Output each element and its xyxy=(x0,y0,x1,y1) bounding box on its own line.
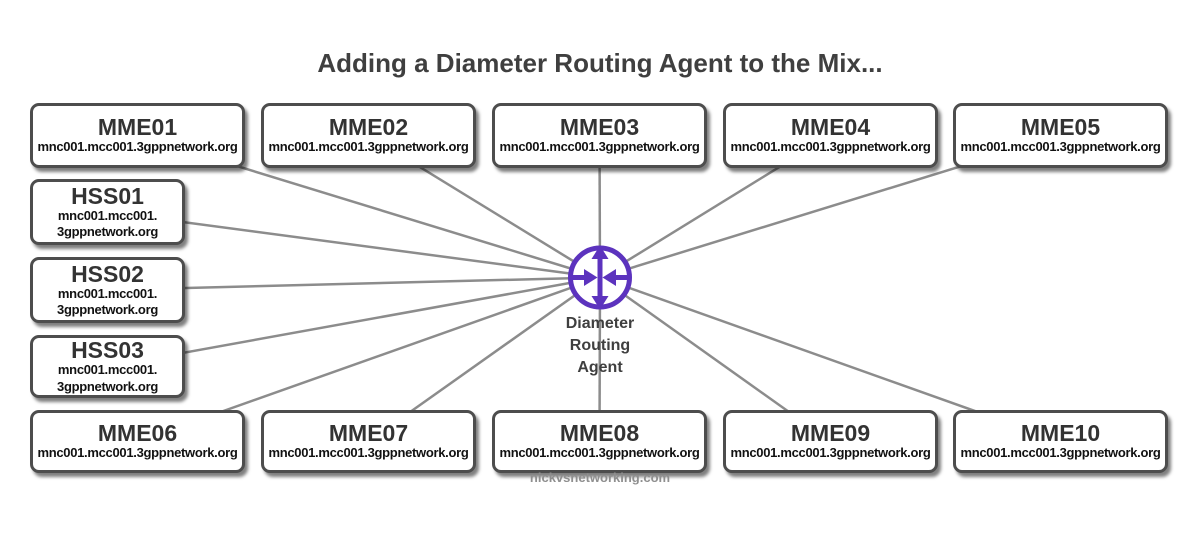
node-domain-line2: 3gppnetwork.org xyxy=(57,224,158,240)
node-title: MME05 xyxy=(1020,114,1101,141)
node-domain-line1: mnc001.mcc001. xyxy=(57,285,158,301)
node-domain: mnc001.mcc001.3gppnetwork.org xyxy=(37,445,238,461)
node-domain: mnc001.mcc001.3gppnetwork.org xyxy=(268,445,469,461)
router-arrowhead-up xyxy=(591,245,609,259)
node-domain: mnc001.mcc001.3gppnetwork.org xyxy=(268,139,469,155)
node-domain: mnc001.mcc001.3gppnetwork.org xyxy=(37,139,238,155)
node-title: MME04 xyxy=(790,114,871,141)
node-mme10: MME10 mnc001.mcc001.3gppnetwork.org xyxy=(953,410,1168,473)
node-mme06: MME06 mnc001.mcc001.3gppnetwork.org xyxy=(30,410,245,473)
node-title: HSS01 xyxy=(71,182,144,209)
node-mme08: MME08 mnc001.mcc001.3gppnetwork.org xyxy=(492,410,707,473)
node-hss02: HSS02 mnc001.mcc001. 3gppnetwork.org xyxy=(30,257,185,323)
node-domain: mnc001.mcc001.3gppnetwork.org xyxy=(730,139,931,155)
router-arrowhead-right xyxy=(584,269,598,286)
node-domain: mnc001.mcc001.3gppnetwork.org xyxy=(730,445,931,461)
node-domain: mnc001.mcc001.3gppnetwork.org xyxy=(499,139,700,155)
node-title: MME01 xyxy=(97,114,178,141)
node-mme02: MME02 mnc001.mcc001.3gppnetwork.org xyxy=(261,103,476,168)
node-mme03: MME03 mnc001.mcc001.3gppnetwork.org xyxy=(492,103,707,168)
router-arrowhead-left xyxy=(602,269,616,286)
node-domain-line1: mnc001.mcc001. xyxy=(57,362,158,378)
node-hss01: HSS01 mnc001.mcc001. 3gppnetwork.org xyxy=(30,179,185,245)
node-title: MME08 xyxy=(559,420,640,447)
node-domain: mnc001.mcc001.3gppnetwork.org xyxy=(960,445,1161,461)
node-hss03: HSS03 mnc001.mcc001. 3gppnetwork.org xyxy=(30,335,185,398)
connector-line-hss03 xyxy=(107,276,601,368)
dra-label-line1: Diameter xyxy=(565,315,635,332)
node-title: MME10 xyxy=(1020,420,1101,447)
node-domain: mnc001.mcc001.3gppnetwork.org xyxy=(499,445,700,461)
router-arrowhead-down xyxy=(591,296,609,310)
node-mme09: MME09 mnc001.mcc001.3gppnetwork.org xyxy=(723,410,938,473)
node-mme04: MME04 mnc001.mcc001.3gppnetwork.org xyxy=(723,103,938,168)
connector-line-hss02 xyxy=(107,276,601,292)
diagram-title: Adding a Diameter Routing Agent to the M… xyxy=(317,48,883,78)
node-mme07: MME07 mnc001.mcc001.3gppnetwork.org xyxy=(261,410,476,473)
connector-line-hss01 xyxy=(107,210,601,279)
node-domain-line2: 3gppnetwork.org xyxy=(57,302,158,318)
diameter-routing-agent-icon xyxy=(568,245,632,310)
node-mme01: MME01 mnc001.mcc001.3gppnetwork.org xyxy=(30,103,245,168)
dra-label-line2: Routing xyxy=(569,337,631,354)
node-domain-line2: 3gppnetwork.org xyxy=(57,378,158,394)
node-domain: mnc001.mcc001.3gppnetwork.org xyxy=(960,139,1161,155)
node-title: HSS03 xyxy=(71,337,144,364)
node-title: MME02 xyxy=(328,114,409,141)
node-title: MME07 xyxy=(328,420,409,447)
node-title: MME09 xyxy=(790,420,871,447)
dra-label-line3: Agent xyxy=(577,359,623,376)
dra-label: Diameter Routing Agent xyxy=(0,313,1200,379)
node-title: MME03 xyxy=(559,114,640,141)
node-title: HSS02 xyxy=(71,260,144,287)
watermark: nickvsnetworking.com xyxy=(529,470,671,485)
node-mme05: MME05 mnc001.mcc001.3gppnetwork.org xyxy=(953,103,1168,168)
node-title: MME06 xyxy=(97,420,178,447)
node-domain-line1: mnc001.mcc001. xyxy=(57,207,158,223)
